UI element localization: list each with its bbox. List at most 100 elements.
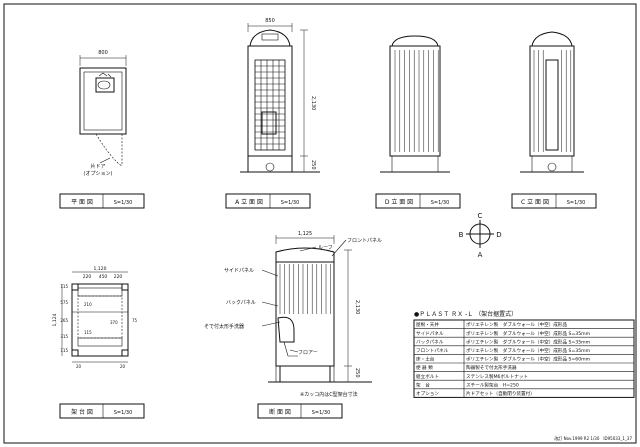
spec-desc: ポリエチレン製 ダブルウォール（中空）成形品 S=35mm [466,338,591,345]
a-scale: S=1/30 [281,200,300,206]
callout-back: バックパネル [226,300,256,306]
front-width-dim: 850 [265,18,275,24]
spec-desc: ポリエチレン製 ダブルウォール（中空）成形品 S=60mm [466,356,591,363]
svg-text:75: 75 [132,318,138,323]
callout-roof: ルーフ [318,245,333,251]
c-elevation: C 立 面 図 S=1/30 [511,31,597,209]
spec-table: ●ＰＬＡＳＴ ＲＸ -Ｌ （架台据置式） 屋根・天井ポリエチレン製 ダブルウォー… [413,310,635,398]
base-post-2 [121,283,129,291]
door-note-1: 片ドア [90,163,105,170]
callout-front: フロントパネル [347,238,382,244]
d-title: D 立 面 図 [385,198,413,206]
base-plan: 1,120 220 450 220 1,124 115 575 265 315 … [52,266,145,419]
svg-text:575: 575 [60,300,68,305]
c-title: C 立 面 図 [521,198,549,206]
svg-text:315: 315 [60,334,68,339]
svg-text:115: 115 [60,284,68,289]
toilet-section-icon [277,316,295,343]
d-body [389,45,441,157]
compass-b: B [459,231,464,239]
c-vent [545,59,559,151]
plan-view: 800 片ドア (オプション) 平 面 図 S=1/30 [59,50,145,209]
compass-d: D [496,231,501,239]
a-title: A 立 面 図 [235,198,263,206]
spec-desc: 陶器製そで付太形手洗器 [466,364,517,371]
base-post-1 [71,283,79,291]
front-base-dim: 250 [310,160,316,170]
a-elevation: 850 2,130 250 A 立 面 図 S=1/30 [225,18,320,209]
d-roof [391,35,439,47]
svg-text:20: 20 [76,364,82,369]
spec-desc: 片ドアセット（自動閉り装置付） [466,390,535,397]
plan-outline [79,67,127,135]
section-view: 1,125 2,130 250 ルーフ フロントパネル サイドパネル バックパネ… [204,231,382,419]
base-post-3 [71,349,79,357]
c-stand [531,155,573,173]
door-swing [95,133,123,167]
c-scale: S=1/30 [567,200,586,206]
spec-part: バックパネル [416,339,444,345]
d-stand [391,155,439,173]
section-title: 断 面 図 [269,408,291,416]
svg-text:370: 370 [110,320,118,325]
compass-rose: C B D A [459,212,502,259]
spec-part: 床・土台 [416,356,435,363]
spec-part: オプション [416,391,439,397]
spec-desc: ステンレス製M6ボルトナット [466,373,528,380]
spec-table-frame [413,319,635,398]
spec-desc: ポリエチレン製 ダブルウォール（中空）成形品 S=35mm [466,330,591,337]
sheet-border [3,3,637,444]
spec-part: 架 台 [416,381,430,388]
section-scale: S=1/30 [312,410,331,416]
svg-text:210: 210 [84,302,92,307]
svg-text:115: 115 [60,348,68,353]
svg-text:450: 450 [99,274,108,280]
toilet-bowl-icon [95,77,115,93]
front-height-dim: 2,130 [310,96,316,110]
callout-side: サイドパネル [224,268,254,274]
compass-c: C [478,212,483,220]
plan-width-dim: 800 [98,50,108,56]
callout-floor: フロアー [298,350,318,356]
c-roof [531,31,573,47]
spec-part: 屋根・天井 [416,321,439,328]
section-base-dim: 250 [354,368,360,378]
spec-desc: ポリエチレン製 ダブルウォール（中空）成形品 [466,321,567,328]
roof-dome [249,29,291,47]
a-stand [247,155,293,173]
base-scale: S=1/30 [114,410,133,416]
spec-desc: ポリエチレン製 ダブルウォール（中空）成形品 S=35mm [466,347,591,354]
spec-title: ●ＰＬＡＳＴ ＲＸ -Ｌ （架台据置式） [414,310,517,318]
base-total-dim: 1,120 [94,266,107,272]
base-side-total-dim: 1,124 [52,313,58,326]
spec-part: 便 器 類 [416,364,433,371]
base-post-4 [121,349,129,357]
door-note-2: (オプション) [84,171,113,177]
base-title: 架 台 図 [71,408,93,416]
section-roof [275,247,335,262]
spec-part: 組立ボルト [416,373,439,380]
section-stand [275,365,335,383]
svg-text:20: 20 [120,364,126,369]
svg-text:265: 265 [60,318,68,323]
d-scale: S=1/30 [431,200,450,206]
spec-part: サイドパネル [416,331,444,337]
section-width-dim: 1,125 [298,231,312,237]
a-front-body [247,45,293,157]
spec-part: フロントパネル [416,348,449,354]
spec-desc: スチール製架台 H=250 [466,381,519,388]
callout-handrail: そで付太形手洗器 [204,323,244,330]
c-body [529,45,575,157]
footer-revision: 改訂 Nov.1999 R2 1/30 ID95033_1_37 [554,435,632,441]
plan-scale: S=1/30 [114,200,133,206]
section-note: ※カッコ内はC型架台寸法 [300,391,358,398]
plan-title: 平 面 図 [71,199,93,206]
svg-text:220: 220 [114,274,123,280]
d-elevation: D 立 面 図 S=1/30 [375,35,461,209]
svg-text:115: 115 [84,330,92,335]
compass-a: A [478,251,483,259]
svg-text:220: 220 [83,274,92,280]
base-frame [71,283,129,357]
